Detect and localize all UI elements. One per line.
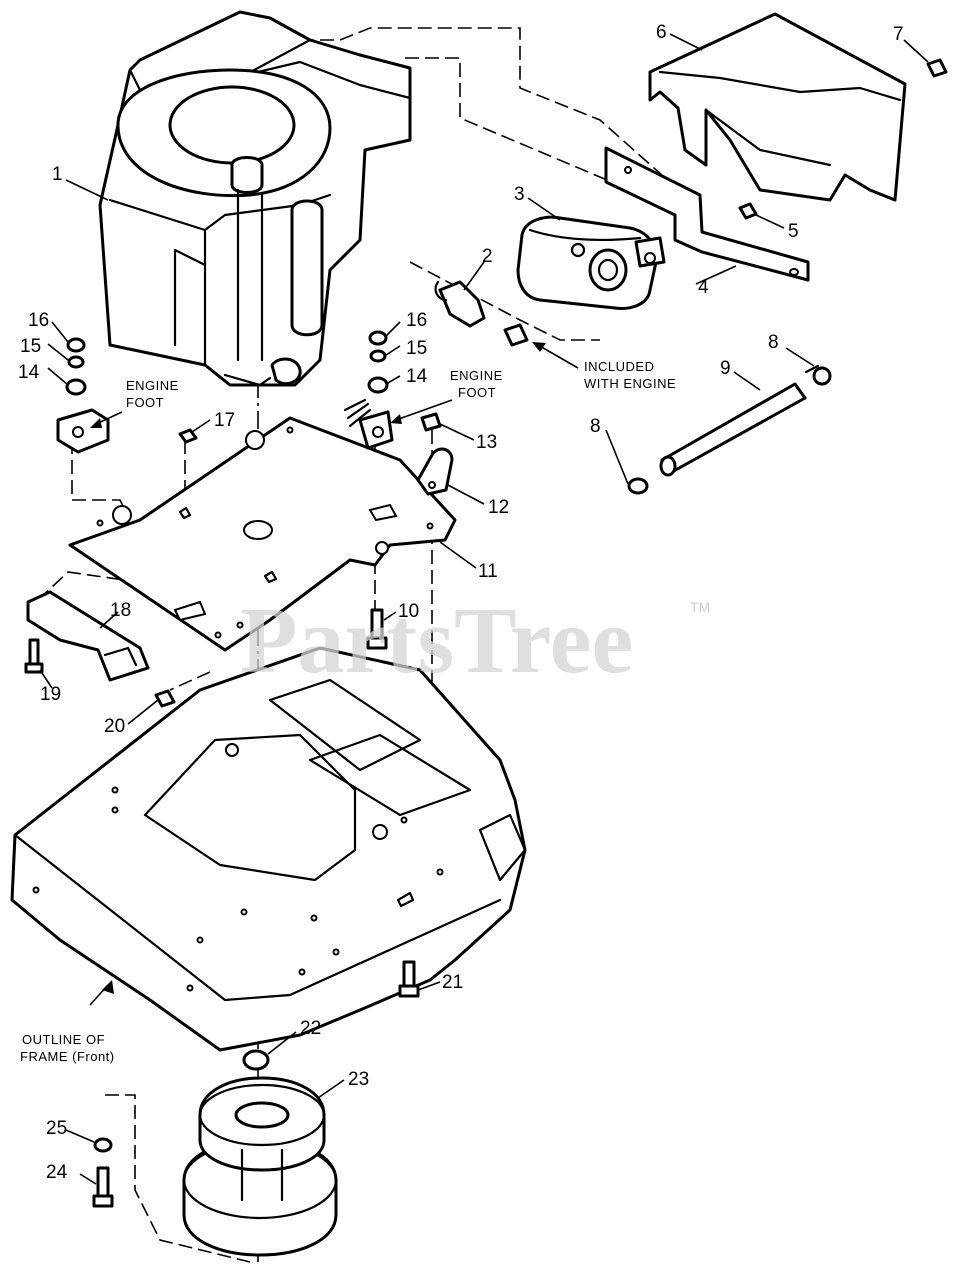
note-engine-foot-right-2: FOOT [458, 385, 496, 400]
callout-13: 13 [476, 432, 497, 453]
bracket-18 [26, 590, 150, 682]
mounting-bracket [604, 146, 810, 282]
partstree-watermark: PartsTree TM [240, 589, 710, 693]
bolt-10 [366, 608, 388, 650]
callout-17: 17 [214, 410, 235, 431]
callout-12: 12 [488, 497, 509, 518]
bolt-24 [92, 1166, 114, 1208]
watermark-text: PartsTree [240, 589, 633, 693]
hose-clamp-lower [627, 477, 649, 495]
callout-24: 24 [46, 1162, 68, 1183]
callout-6: 6 [656, 22, 667, 43]
callout-25: 25 [46, 1118, 67, 1139]
note-frame-outline-2: FRAME (Front) [20, 1049, 115, 1064]
annotation-notes: ENGINE FOOT ENGINE FOOT INCLUDED WITH EN… [20, 359, 676, 1064]
washer-25 [93, 1137, 113, 1153]
callout-8-upper: 8 [768, 332, 779, 353]
washers-left [65, 337, 87, 396]
callout-14-left: 14 [18, 362, 40, 383]
cable-clip-12 [416, 447, 454, 496]
callout-14-right: 14 [406, 366, 428, 387]
muffler [516, 215, 666, 310]
callout-11: 11 [478, 561, 498, 582]
callout-10: 10 [398, 601, 419, 622]
note-engine-foot-left-2: FOOT [126, 395, 164, 410]
nut-13 [420, 412, 442, 432]
tractor-frame [10, 646, 527, 1052]
callout-leaders [39, 33, 929, 1185]
screw-7 [926, 58, 948, 78]
engine [98, 10, 412, 387]
washers-right [367, 330, 389, 394]
callout-5: 5 [788, 221, 799, 242]
included-arrow [537, 344, 579, 369]
engine-foot-left [56, 408, 110, 454]
note-frame-outline-1: OUTLINE OF [22, 1032, 105, 1047]
callout-7: 7 [893, 24, 904, 45]
callout-20: 20 [104, 716, 125, 737]
callout-19: 19 [40, 684, 61, 705]
callout-1: 1 [52, 164, 63, 185]
screw-19 [24, 638, 44, 674]
callout-4: 4 [698, 277, 709, 298]
callout-22: 22 [300, 1018, 321, 1039]
callout-3: 3 [514, 184, 525, 205]
callout-9: 9 [720, 358, 731, 379]
callout-16-right: 16 [406, 310, 427, 331]
note-engine-foot-right-1: ENGINE [450, 368, 503, 383]
callout-21: 21 [442, 972, 463, 993]
fuel-line [659, 382, 807, 477]
note-engine-foot-left-1: ENGINE [126, 378, 179, 393]
heat-shield [648, 12, 907, 202]
note-included-1: INCLUDED [584, 359, 654, 374]
callout-16-left: 16 [28, 310, 49, 331]
screw-5 [738, 202, 758, 220]
callout-8-lower: 8 [590, 416, 601, 437]
callout-15-right: 15 [406, 338, 427, 359]
engine-mounting-plate [68, 416, 457, 652]
engine-foot-right [343, 398, 394, 450]
spacer-washer-22 [242, 1049, 270, 1071]
callout-15-left: 15 [20, 336, 41, 357]
exhaust-fitting [434, 280, 529, 347]
nut-17 [178, 428, 198, 444]
watermark-tm: TM [690, 599, 710, 615]
callout-18: 18 [110, 600, 131, 621]
callout-2: 2 [482, 246, 493, 267]
pulley-23 [182, 1076, 338, 1257]
note-included-2: WITH ENGINE [584, 376, 676, 391]
nut-20 [154, 689, 176, 708]
hose-clamp-upper [804, 364, 832, 386]
callout-labels: 1 2 3 4 5 6 7 8 8 9 10 11 12 13 14 14 15… [18, 22, 904, 1183]
callout-23: 23 [348, 1069, 369, 1090]
screw-21 [398, 960, 420, 998]
